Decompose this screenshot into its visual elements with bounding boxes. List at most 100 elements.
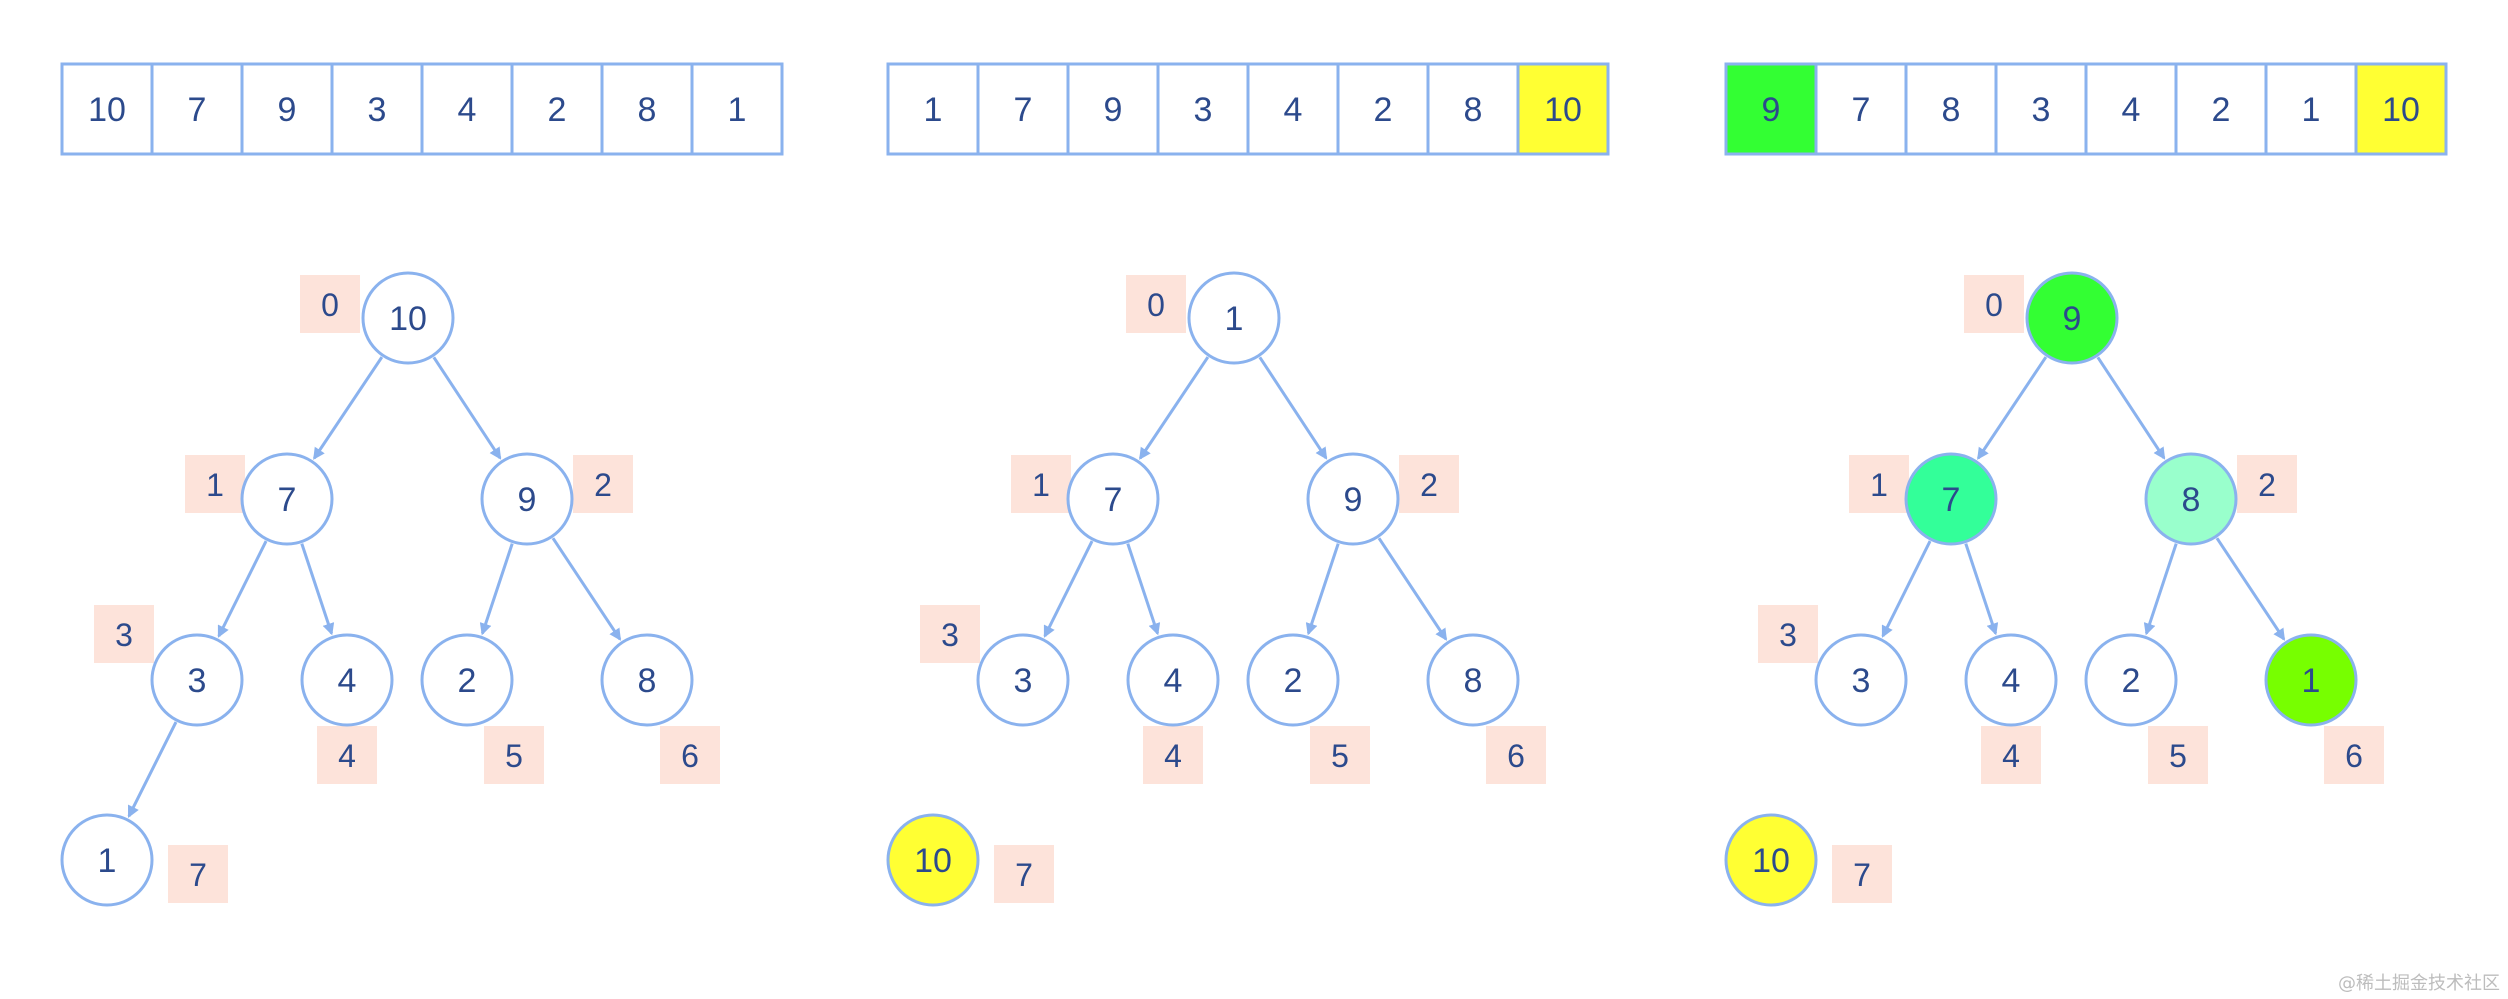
index-label: 5 [2169, 738, 2187, 774]
index-label: 0 [321, 287, 339, 323]
index-label: 7 [1853, 857, 1871, 893]
index-label: 7 [1015, 857, 1033, 893]
tree-node-value: 9 [518, 481, 537, 519]
tree-node [2025, 271, 2119, 365]
tree-edge [1377, 537, 1448, 641]
tree-node-value: 4 [2002, 662, 2021, 700]
tree-node [1904, 452, 1998, 546]
tree-edge [1126, 543, 1161, 636]
tree-node [976, 633, 1070, 727]
array-cell [886, 62, 980, 156]
tree-node-value: 4 [338, 662, 357, 700]
tree-node-value: 2 [1284, 662, 1303, 700]
array-cell-value: 3 [2032, 91, 2051, 129]
array-cell [1156, 62, 1250, 156]
tree-node-value: 10 [389, 300, 427, 338]
tree-node [600, 633, 694, 727]
tree-edge [127, 721, 178, 818]
tree-node-value: 3 [1852, 662, 1871, 700]
array-cell-value: 4 [458, 91, 477, 129]
tree-node [150, 633, 244, 727]
index-badge [1849, 455, 1909, 513]
array-cell-value: 1 [2302, 91, 2321, 129]
array-cell [150, 62, 244, 156]
index-badge [920, 605, 980, 663]
tree-node [1964, 633, 2058, 727]
array-cell-value: 3 [1194, 91, 1213, 129]
array-cell [1066, 62, 1160, 156]
array-cell-value: 9 [1762, 91, 1781, 129]
array-cell [1814, 62, 1908, 156]
index-label: 2 [594, 467, 612, 503]
array-cell-value: 4 [2122, 91, 2141, 129]
tree-node [420, 633, 514, 727]
tree-node [1814, 633, 1908, 727]
array-cell [1516, 62, 1610, 156]
index-badge [484, 726, 544, 784]
tree-node-value: 8 [1464, 662, 1483, 700]
tree-node [2264, 633, 2358, 727]
tree-edge [1138, 356, 1210, 460]
array-cell [2354, 62, 2448, 156]
index-label: 4 [338, 738, 356, 774]
index-label: 5 [505, 738, 523, 774]
index-badge [2324, 726, 2384, 784]
index-badge [2237, 455, 2297, 513]
array-cell-value: 8 [1464, 91, 1483, 129]
tree-node [240, 452, 334, 546]
array-cell [2084, 62, 2178, 156]
tree-node-value: 4 [1164, 662, 1183, 700]
tree-node [361, 271, 455, 365]
index-label: 1 [1870, 467, 1888, 503]
array-cell-value: 7 [1852, 91, 1871, 129]
tree-edge [1881, 540, 1932, 638]
index-badge [168, 845, 228, 903]
index-label: 3 [941, 617, 959, 653]
array-cell [2264, 62, 2358, 156]
array-cell-value: 3 [368, 91, 387, 129]
array-cell [976, 62, 1070, 156]
array-cell-value: 8 [638, 91, 657, 129]
index-badge [1143, 726, 1203, 784]
index-badge [300, 275, 360, 333]
array-cell-value: 8 [1942, 91, 1961, 129]
tree-node [886, 813, 980, 907]
array-cell-value: 9 [1104, 91, 1123, 129]
tree-node-value: 8 [2182, 481, 2201, 519]
index-badge [1310, 726, 1370, 784]
index-badge [2148, 726, 2208, 784]
index-badge [1486, 726, 1546, 784]
tree-node-value: 9 [1344, 481, 1363, 519]
tree-edge [2143, 543, 2178, 636]
index-label: 3 [1779, 617, 1797, 653]
tree-node [300, 633, 394, 727]
array-cell-value: 4 [1284, 91, 1303, 129]
tree-edge [2096, 356, 2166, 460]
tree-edge [1258, 356, 1328, 460]
array-cell-value: 2 [1374, 91, 1393, 129]
array-cell-value: 9 [278, 91, 297, 129]
array-cell [1246, 62, 1340, 156]
index-badge [1011, 455, 1071, 513]
tree-edges [127, 356, 622, 818]
tree-node [1187, 271, 1281, 365]
tree-edges [1881, 356, 2286, 641]
tree-node-value: 1 [2302, 662, 2321, 700]
tree-node-value: 7 [1942, 481, 1961, 519]
tree-edge [551, 537, 622, 641]
array-cell-value: 10 [88, 91, 126, 129]
tree-edge [432, 356, 502, 460]
tree-node-value: 2 [2122, 662, 2141, 700]
index-badge [94, 605, 154, 663]
tree-node-value: 1 [98, 842, 117, 880]
index-label: 5 [1331, 738, 1349, 774]
